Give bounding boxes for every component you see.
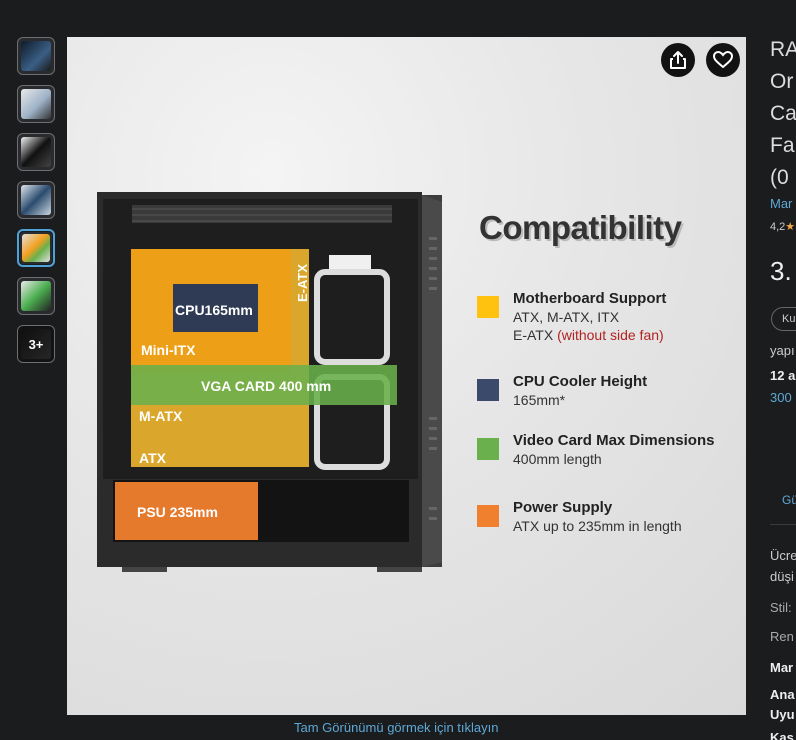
psu-label: PSU 235mm [137, 504, 218, 520]
spec-note: (without side fan) [557, 327, 664, 343]
more-images-count: 3+ [18, 326, 54, 362]
thumbnail-6[interactable] [17, 277, 55, 315]
thumbnail-5-selected[interactable] [17, 229, 55, 267]
product-title-line: Fa [770, 134, 795, 157]
thumbnail-1[interactable] [17, 37, 55, 75]
spec-color-swatch [477, 438, 499, 460]
product-info-panel: RA Or Ca Fa (0 Mar 4,2★ 3. Ku yapı 12 a … [770, 0, 796, 740]
product-title-line: (0 [770, 166, 789, 189]
spec-color-swatch [477, 505, 499, 527]
spec-line: 400mm length [513, 451, 602, 467]
brand-link[interactable]: Mar [770, 196, 793, 211]
product-title-line: Ca [770, 102, 796, 125]
style-chip[interactable]: Ku [771, 307, 796, 331]
heart-icon [713, 51, 733, 69]
product-title-line: Or [770, 70, 794, 93]
thumbnail-4[interactable] [17, 181, 55, 219]
compatibility-title: Compatibility [479, 209, 682, 246]
mini-itx-label: Mini-ITX [141, 342, 196, 358]
attribute-label: Kas [770, 730, 794, 740]
atx-label: ATX [139, 450, 167, 466]
product-title-line: RA [770, 38, 796, 61]
fan-mount-1 [314, 269, 390, 365]
spec-title: Video Card Max Dimensions [513, 432, 715, 449]
see-more-link[interactable]: Gü [782, 493, 796, 507]
spec-title: Power Supply [513, 499, 613, 516]
spec-color-swatch [477, 296, 499, 318]
color-label: Ren [770, 629, 794, 644]
cpu-label: CPU165mm [175, 302, 253, 318]
top-vent [132, 205, 392, 223]
shipping-line: Ücre [770, 548, 796, 563]
vga-card-zone [131, 365, 397, 405]
rating-value: 4,2★ [770, 221, 796, 233]
panel-divider [770, 524, 796, 525]
spec-title: CPU Cooler Height [513, 373, 648, 390]
price: 3. [770, 256, 792, 286]
thumbnail-more[interactable]: 3+ [17, 325, 55, 363]
info-line: 12 a [770, 368, 796, 383]
cable-cutout [329, 255, 371, 269]
style-label: Stil: [770, 600, 792, 615]
shipping-line: düşi [770, 569, 794, 584]
info-line: yapı [770, 343, 795, 358]
thumbnail-3[interactable] [17, 133, 55, 171]
psu-zone [115, 482, 258, 540]
vga-label: VGA CARD 400 mm [201, 378, 331, 394]
main-product-image[interactable]: CPU165mm E-ATX Mini-ITX VGA CARD 400 mm … [67, 37, 746, 715]
case-compatibility-illustration: CPU165mm E-ATX Mini-ITX VGA CARD 400 mm … [97, 192, 442, 572]
cpu-cooler-zone [173, 284, 258, 332]
share-button[interactable] [661, 43, 695, 77]
info-link[interactable]: 300 [770, 390, 792, 405]
spec-line: 165mm* [513, 392, 566, 408]
full-view-link[interactable]: Tam Görünümü görmek için tıklayın [294, 720, 499, 735]
spec-line: ATX up to 235mm in length [513, 518, 682, 534]
matx-label: M-ATX [139, 408, 183, 424]
thumbnail-2[interactable] [17, 85, 55, 123]
wishlist-button[interactable] [706, 43, 740, 77]
eatx-label: E-ATX [295, 264, 310, 302]
attribute-label: Ana [770, 687, 795, 702]
spec-line: ATX, M-ATX, ITX [513, 309, 620, 325]
spec-color-swatch [477, 379, 499, 401]
attribute-label: Mar [770, 660, 794, 675]
spec-title: Motherboard Support [513, 290, 667, 307]
attribute-label: Uyu [770, 707, 795, 722]
share-icon [670, 51, 686, 69]
spec-line: E-ATX (without side fan) [513, 327, 664, 343]
